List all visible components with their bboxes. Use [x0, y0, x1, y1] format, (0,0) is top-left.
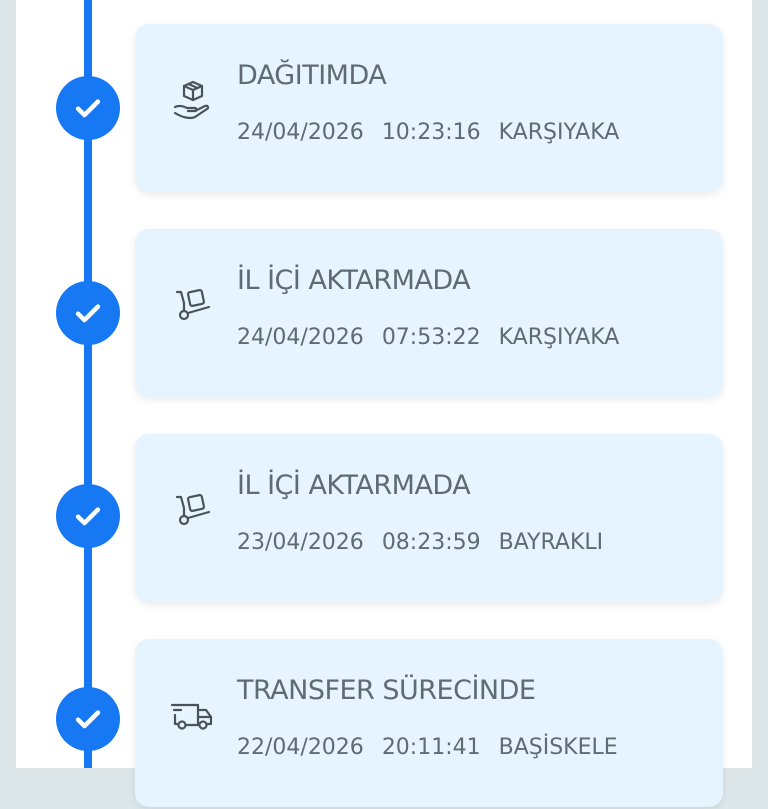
- status-date: 24/04/2026: [237, 325, 364, 350]
- completed-check-badge: [56, 281, 120, 345]
- tracking-card[interactable]: TRANSFER SÜRECİNDE 22/04/2026 20:11:41 BAŞ…: [135, 639, 723, 807]
- status-meta: 23/04/2026 08:23:59 BAYRAKLI: [237, 530, 621, 555]
- status-location: BAYRAKLI: [498, 530, 604, 555]
- check-icon: [75, 710, 101, 729]
- status-title: İL İÇİ AKTARMADA: [237, 470, 471, 501]
- status-time: 10:23:16: [381, 120, 481, 145]
- status-meta: 22/04/2026 20:11:41 BAŞİSKELE: [237, 735, 636, 760]
- timeline-step: TRANSFER SÜRECİNDE 22/04/2026 20:11:41 BAŞ…: [0, 639, 768, 809]
- status-time: 20:11:41: [381, 735, 481, 760]
- check-icon: [75, 507, 101, 526]
- timeline-step: DAĞITIMDA 24/04/2026 10:23:16 KARŞIYAKA: [0, 24, 768, 194]
- status-location: KARŞIYAKA: [498, 325, 620, 350]
- check-icon: [75, 304, 101, 323]
- status-time: 08:23:59: [381, 530, 481, 555]
- timeline-step: İL İÇİ AKTARMADA 24/04/2026 07:53:22 KARŞI…: [0, 229, 768, 399]
- timeline-step: İL İÇİ AKTARMADA 23/04/2026 08:23:59 BAYRA…: [0, 434, 768, 604]
- tracking-card[interactable]: İL İÇİ AKTARMADA 24/04/2026 07:53:22 KARŞI…: [135, 229, 723, 397]
- status-meta: 24/04/2026 10:23:16 KARŞIYAKA: [237, 120, 637, 145]
- status-date: 24/04/2026: [237, 120, 364, 145]
- status-title: İL İÇİ AKTARMADA: [237, 265, 471, 296]
- status-title: TRANSFER SÜRECİNDE: [237, 675, 536, 706]
- delivery-truck-icon: [169, 691, 219, 741]
- status-time: 07:53:22: [381, 325, 481, 350]
- completed-check-badge: [56, 687, 120, 751]
- check-icon: [75, 99, 101, 118]
- status-location: BAŞİSKELE: [498, 735, 618, 760]
- timeline-line: [84, 0, 92, 768]
- hand-truck-icon: [169, 486, 219, 536]
- status-date: 23/04/2026: [237, 530, 364, 555]
- status-location: KARŞIYAKA: [498, 120, 620, 145]
- status-date: 22/04/2026: [237, 735, 364, 760]
- tracking-card[interactable]: DAĞITIMDA 24/04/2026 10:23:16 KARŞIYAKA: [135, 24, 723, 192]
- package-in-hand-icon: [169, 76, 219, 126]
- completed-check-badge: [56, 76, 120, 140]
- hand-truck-icon: [169, 281, 219, 331]
- status-title: DAĞITIMDA: [237, 60, 387, 91]
- tracking-card[interactable]: İL İÇİ AKTARMADA 23/04/2026 08:23:59 BAYRA…: [135, 434, 723, 602]
- status-meta: 24/04/2026 07:53:22 KARŞIYAKA: [237, 325, 637, 350]
- completed-check-badge: [56, 484, 120, 548]
